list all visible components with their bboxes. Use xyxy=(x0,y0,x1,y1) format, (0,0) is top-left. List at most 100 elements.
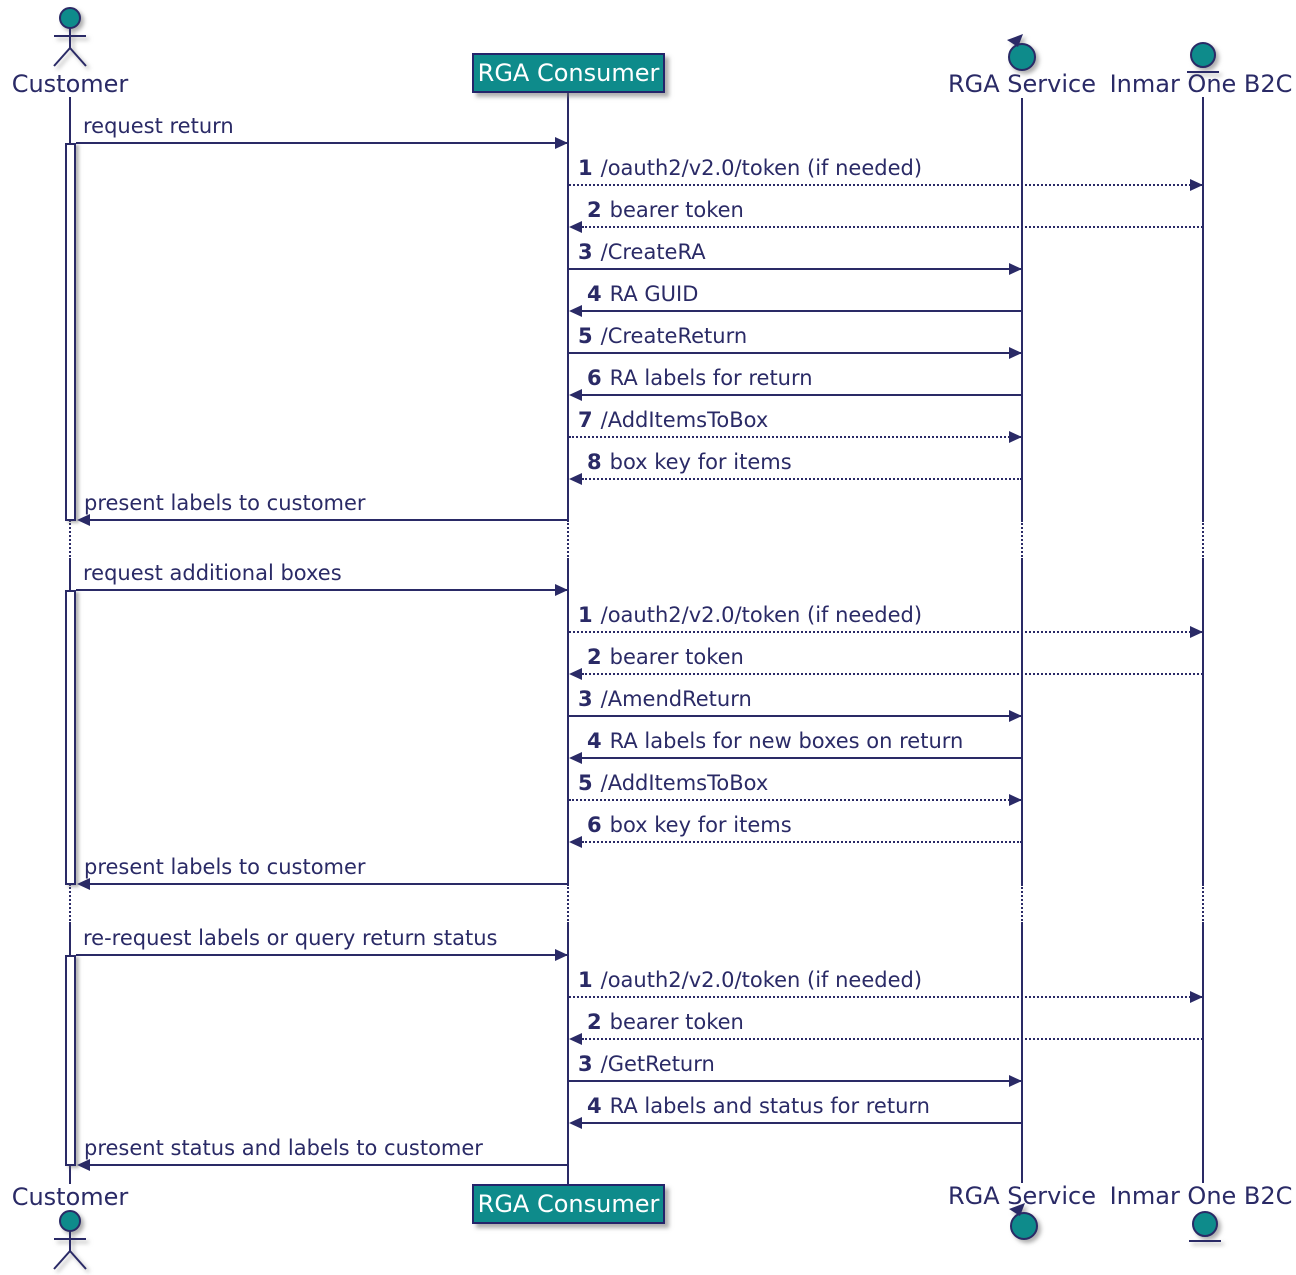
message-text: /oauth2/v2.0/token (if needed) xyxy=(600,156,923,180)
message-text: RA GUID xyxy=(609,282,699,306)
message-text: RA labels for return xyxy=(609,366,813,390)
arrowhead xyxy=(1009,710,1022,722)
message-label: 3/GetReturn xyxy=(578,1051,715,1077)
arrowhead xyxy=(1009,347,1022,359)
message-label: present labels to customer xyxy=(84,855,366,879)
lifeline-b2c-segment xyxy=(1202,884,1204,924)
message-number: 4 xyxy=(587,729,602,753)
lifeline-service-segment xyxy=(1021,98,1023,520)
message-text: /oauth2/v2.0/token (if needed) xyxy=(600,968,923,992)
message-text: /AddItemsToBox xyxy=(600,408,769,432)
message-label: 2 bearer token xyxy=(587,1009,744,1035)
message-number: 4 xyxy=(587,282,602,306)
entity-icon xyxy=(1184,40,1222,80)
participant-label-customer: Customer xyxy=(11,70,129,98)
message-label: 8 box key for items xyxy=(587,449,792,475)
arrowhead xyxy=(569,221,582,233)
message-number: 1 xyxy=(578,968,593,992)
message-label: 2 bearer token xyxy=(587,197,744,223)
message-label: 7/AddItemsToBox xyxy=(578,407,768,433)
lifeline-service-segment xyxy=(1021,884,1023,924)
message-label: present labels to customer xyxy=(84,491,366,515)
message-number: 1 xyxy=(578,156,593,180)
message-label: re-request labels or query return status xyxy=(83,926,498,950)
participant-label-customer: Customer xyxy=(11,1183,129,1211)
message-line xyxy=(582,478,1022,480)
message-line xyxy=(582,841,1022,843)
message-line xyxy=(582,226,1203,228)
message-text: box key for items xyxy=(609,813,792,837)
arrowhead xyxy=(569,1117,582,1129)
participant-box-rga-consumer: RGA Consumer xyxy=(472,53,665,93)
lifeline-customer-segment xyxy=(69,884,71,924)
arrowhead xyxy=(555,584,568,596)
participant-label-b2c: Inmar One B2C xyxy=(1109,1182,1293,1210)
lifeline-b2c-segment xyxy=(1202,520,1204,560)
arrowhead xyxy=(569,1033,582,1045)
message-line xyxy=(90,1164,568,1166)
message-label: present status and labels to customer xyxy=(84,1136,483,1160)
entity-icon xyxy=(1186,1209,1224,1249)
lifeline-service-segment xyxy=(1021,520,1023,560)
message-number: 2 xyxy=(587,1010,602,1034)
arrowhead xyxy=(1009,794,1022,806)
message-text: RA labels for new boxes on return xyxy=(609,729,964,753)
message-number: 6 xyxy=(587,813,602,837)
lifeline-b2c-segment xyxy=(1202,97,1204,520)
control-icon xyxy=(1000,33,1044,81)
lifeline-customer-segment xyxy=(69,520,71,560)
message-text: bearer token xyxy=(609,1010,744,1034)
message-line xyxy=(582,673,1203,675)
arrowhead xyxy=(555,137,568,149)
message-number: 3 xyxy=(578,240,593,264)
message-line xyxy=(582,757,1022,759)
message-label: 6 box key for items xyxy=(587,812,792,838)
message-label: 3/AmendReturn xyxy=(578,686,752,712)
message-line xyxy=(569,1080,1022,1082)
lifeline-b2c-segment xyxy=(1202,924,1204,1183)
message-text: bearer token xyxy=(609,645,744,669)
message-number: 2 xyxy=(587,198,602,222)
participant-label-b2c: Inmar One B2C xyxy=(1109,70,1293,98)
participant-label-consumer: RGA Consumer xyxy=(477,1190,660,1218)
message-line xyxy=(569,352,1022,354)
message-text: box key for items xyxy=(609,450,792,474)
arrowhead xyxy=(569,752,582,764)
message-text: /GetReturn xyxy=(600,1052,715,1076)
message-line xyxy=(76,589,568,591)
message-text: /CreateReturn xyxy=(600,324,748,348)
message-label: 1/oauth2/v2.0/token (if needed) xyxy=(578,602,922,628)
control-icon xyxy=(1002,1202,1046,1250)
lifeline-service-segment xyxy=(1021,560,1023,884)
arrowhead xyxy=(1190,179,1203,191)
message-number: 2 xyxy=(587,645,602,669)
message-number: 5 xyxy=(578,771,593,795)
participant-label-consumer: RGA Consumer xyxy=(477,59,660,87)
arrowhead xyxy=(77,514,90,526)
message-text: /oauth2/v2.0/token (if needed) xyxy=(600,603,923,627)
participant-label-service: RGA Service xyxy=(947,70,1097,98)
activation-bar xyxy=(65,590,76,885)
message-line xyxy=(569,715,1022,717)
message-line xyxy=(569,799,1022,801)
message-line xyxy=(76,954,568,956)
message-line xyxy=(582,1122,1022,1124)
message-number: 8 xyxy=(587,450,602,474)
message-label: 6 RA labels for return xyxy=(587,365,813,391)
activation-bar xyxy=(65,143,76,521)
message-line xyxy=(569,996,1203,998)
message-text: bearer token xyxy=(609,198,744,222)
arrowhead xyxy=(555,949,568,961)
message-line xyxy=(90,883,568,885)
arrowhead xyxy=(1190,991,1203,1003)
message-label: request return xyxy=(83,114,234,138)
message-line xyxy=(569,184,1203,186)
message-label: 5/CreateReturn xyxy=(578,323,747,349)
participant-box-rga-consumer: RGA Consumer xyxy=(472,1184,665,1224)
message-line xyxy=(582,394,1022,396)
message-number: 6 xyxy=(587,366,602,390)
message-label: 5/AddItemsToBox xyxy=(578,770,768,796)
message-label: 4 RA GUID xyxy=(587,281,698,307)
